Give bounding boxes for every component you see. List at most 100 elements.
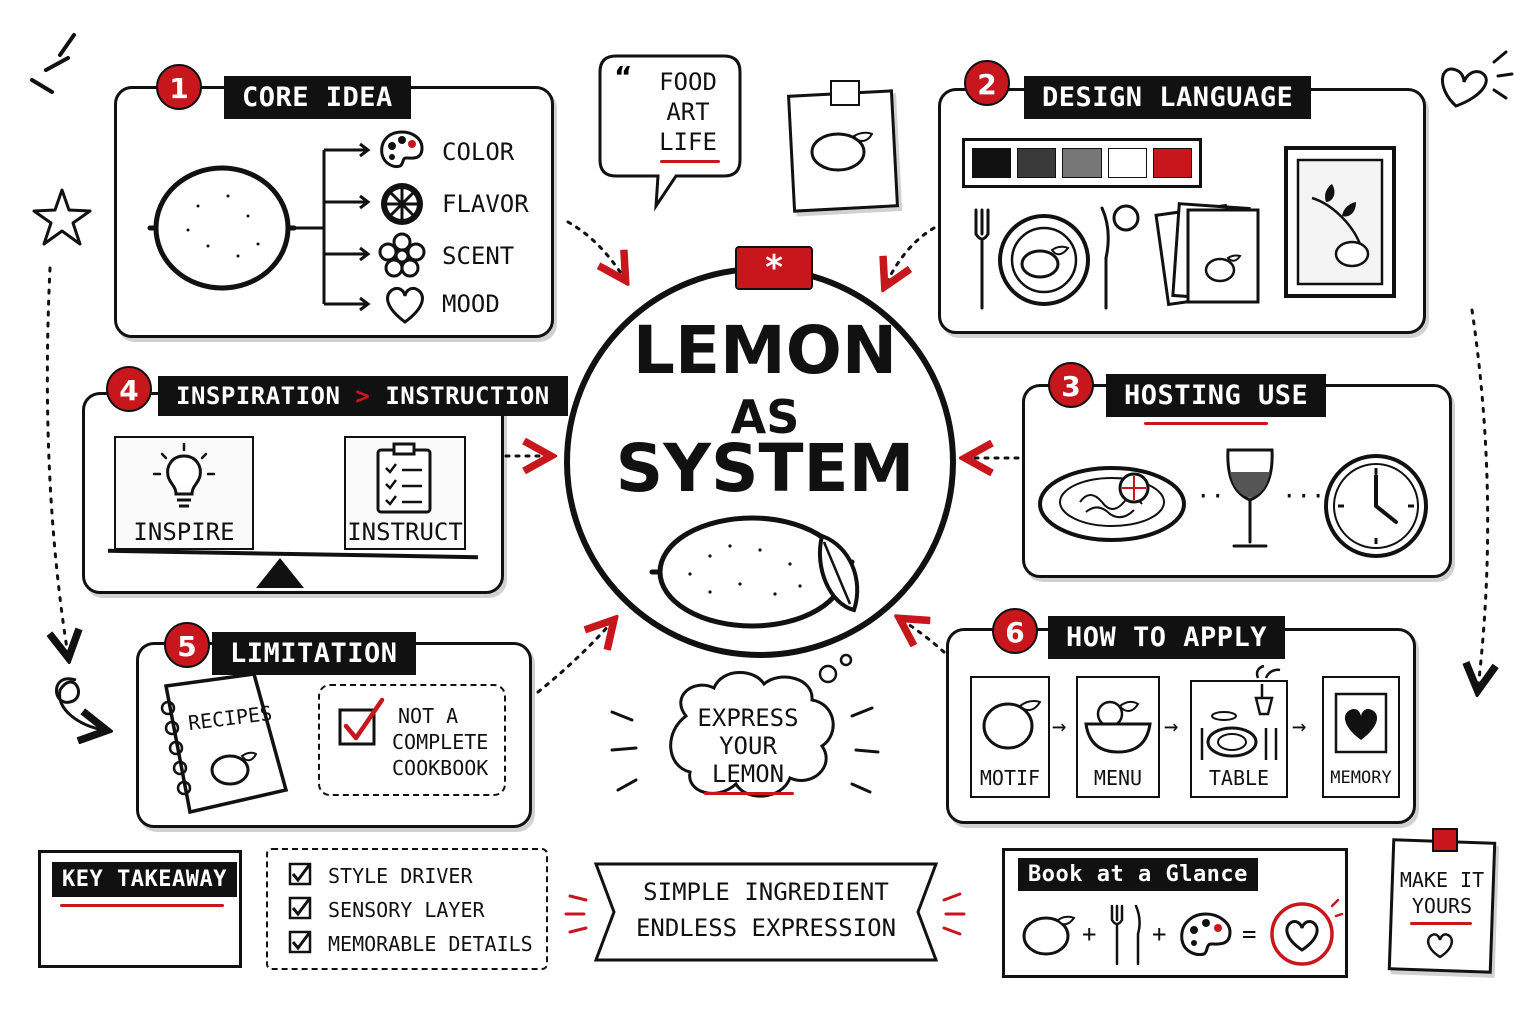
center-title-line3: SYSTEM bbox=[615, 430, 915, 507]
arrow-left-flow bbox=[45, 266, 68, 655]
step-table-label: TABLE bbox=[1208, 766, 1270, 790]
card-stack-icon bbox=[1154, 202, 1260, 307]
swatch-mid-grey bbox=[1062, 148, 1102, 178]
clock-icon bbox=[1324, 454, 1428, 558]
swatch-red bbox=[1152, 148, 1193, 178]
banner-line1: SIMPLE INGREDIENT bbox=[643, 878, 889, 906]
heart-icon bbox=[386, 286, 424, 324]
place-setting-icon bbox=[974, 204, 1140, 310]
ribbon-banner bbox=[593, 862, 939, 962]
step-menu-label: MENU bbox=[1093, 766, 1143, 790]
step-arrow-1: → bbox=[1052, 712, 1067, 740]
palette-icon bbox=[380, 130, 424, 168]
key-takeaway-underline bbox=[60, 904, 224, 907]
glance-plus-2: + bbox=[1152, 920, 1167, 948]
loop-arrow-doodle bbox=[55, 677, 104, 730]
key-takeaway-title: KEY TAKEAWAY bbox=[52, 862, 237, 897]
thought-cloud bbox=[669, 653, 853, 798]
center-title-line1: LEMON bbox=[632, 312, 898, 389]
quote-speech-bubble: “ bbox=[598, 54, 742, 212]
burst-lines-banner bbox=[564, 892, 966, 936]
quote-line2: ART bbox=[666, 98, 710, 126]
banner-line2: ENDLESS EXPRESSION bbox=[635, 914, 897, 942]
wine-glass-icon bbox=[1226, 448, 1274, 548]
glance-plus-1: + bbox=[1082, 920, 1097, 948]
lightbulb-icon bbox=[152, 442, 216, 508]
quote-underline bbox=[660, 160, 720, 163]
glance-equals: = bbox=[1242, 920, 1257, 948]
book-at-a-glance-title: Book at a Glance bbox=[1018, 858, 1258, 891]
svg-text:“: “ bbox=[614, 60, 632, 93]
center-lemon-icon bbox=[649, 515, 860, 629]
step-memory-heart-icon bbox=[1334, 692, 1388, 754]
arrow-design-to-center bbox=[886, 226, 936, 284]
inspiration-number: 4 bbox=[106, 366, 152, 412]
step-table-setting-icon bbox=[1200, 664, 1281, 760]
instruct-label: INSTRUCT bbox=[347, 518, 463, 546]
step-motif-label: MOTIF bbox=[979, 766, 1041, 790]
framed-art-icon bbox=[1284, 146, 1396, 298]
hosting-use-underline bbox=[1144, 422, 1268, 425]
glance-heart-icon bbox=[1270, 898, 1344, 966]
design-language-number: 2 bbox=[964, 60, 1010, 106]
inspiration-title: INSPIRATION > INSTRUCTION bbox=[158, 376, 568, 416]
glance-cutlery-icon bbox=[1110, 904, 1141, 966]
core-idea-number: 1 bbox=[156, 64, 202, 110]
core-branch-lines bbox=[290, 142, 371, 312]
limitation-note-line2: COMPLETE bbox=[392, 730, 489, 754]
note-lemon-icon bbox=[810, 131, 874, 172]
glance-palette-icon bbox=[1180, 912, 1232, 956]
limitation-note-box bbox=[318, 684, 506, 796]
quote-line3: LIFE bbox=[659, 128, 717, 156]
color-swatch-strip bbox=[962, 138, 1202, 188]
arrow-apply-to-center bbox=[902, 620, 946, 654]
limitation-note-line3: COOKBOOK bbox=[392, 756, 489, 780]
core-lemon-icon bbox=[147, 165, 297, 291]
center-asterisk-tab: * bbox=[735, 246, 813, 290]
burst-lines-thought bbox=[610, 706, 880, 794]
quote-line1: FOOD bbox=[659, 68, 717, 96]
note-tape bbox=[830, 80, 860, 106]
citrus-slice-icon bbox=[381, 183, 423, 225]
checklist-boxes bbox=[288, 862, 312, 954]
step-arrow-2: → bbox=[1164, 712, 1179, 740]
glance-lemon-icon bbox=[1022, 915, 1076, 956]
flower-icon bbox=[378, 232, 426, 278]
make-it-yours-line1: MAKE IT bbox=[1399, 868, 1485, 892]
thought-line3: LEMON bbox=[711, 760, 785, 788]
checklist-item-1: STYLE DRIVER bbox=[328, 864, 473, 888]
core-item-scent: SCENT bbox=[442, 242, 515, 270]
make-it-yours-tape bbox=[1432, 828, 1458, 852]
how-to-apply-title: HOW TO APPLY bbox=[1048, 616, 1286, 659]
limitation-title: LIMITATION bbox=[212, 632, 416, 675]
step-arrow-3: → bbox=[1292, 712, 1307, 740]
step-memory-label: MEMORY bbox=[1330, 768, 1392, 788]
step-motif-lemon-icon bbox=[982, 700, 1042, 750]
hosting-use-title: HOSTING USE bbox=[1106, 374, 1327, 417]
red-check-icon bbox=[338, 697, 385, 746]
core-item-color: COLOR bbox=[442, 138, 515, 166]
hosting-dots-2: ··· bbox=[1282, 482, 1326, 510]
arrow-limit-to-center bbox=[536, 622, 612, 694]
inspire-label: INSPIRE bbox=[133, 518, 235, 546]
heart-doodle-topright bbox=[1441, 67, 1488, 108]
burst-doodle-topright bbox=[1492, 50, 1514, 100]
make-it-yours-underline bbox=[1410, 922, 1472, 925]
design-language-title: DESIGN LANGUAGE bbox=[1024, 76, 1312, 119]
center-title-line2: AS bbox=[730, 390, 800, 444]
thought-line1: EXPRESS bbox=[697, 704, 799, 732]
checklist-item-3: MEMORABLE DETAILS bbox=[328, 932, 533, 956]
core-idea-title: CORE IDEA bbox=[224, 76, 411, 119]
how-to-apply-number: 6 bbox=[992, 608, 1038, 654]
checklist-clipboard-icon bbox=[376, 442, 432, 514]
thought-line2: YOUR bbox=[719, 732, 777, 760]
arrow-right-flow bbox=[1472, 308, 1488, 688]
inspiration-title-sep: > bbox=[355, 382, 371, 410]
inspiration-title-b: INSTRUCTION bbox=[385, 382, 550, 410]
burst-doodle-topleft bbox=[30, 33, 76, 94]
balance-fulcrum bbox=[256, 558, 304, 588]
swatch-black bbox=[972, 148, 1012, 178]
make-it-yours-line2: YOURS bbox=[1411, 894, 1473, 918]
inspiration-title-a: INSPIRATION bbox=[176, 382, 341, 410]
pasta-plate-icon bbox=[1038, 466, 1186, 542]
